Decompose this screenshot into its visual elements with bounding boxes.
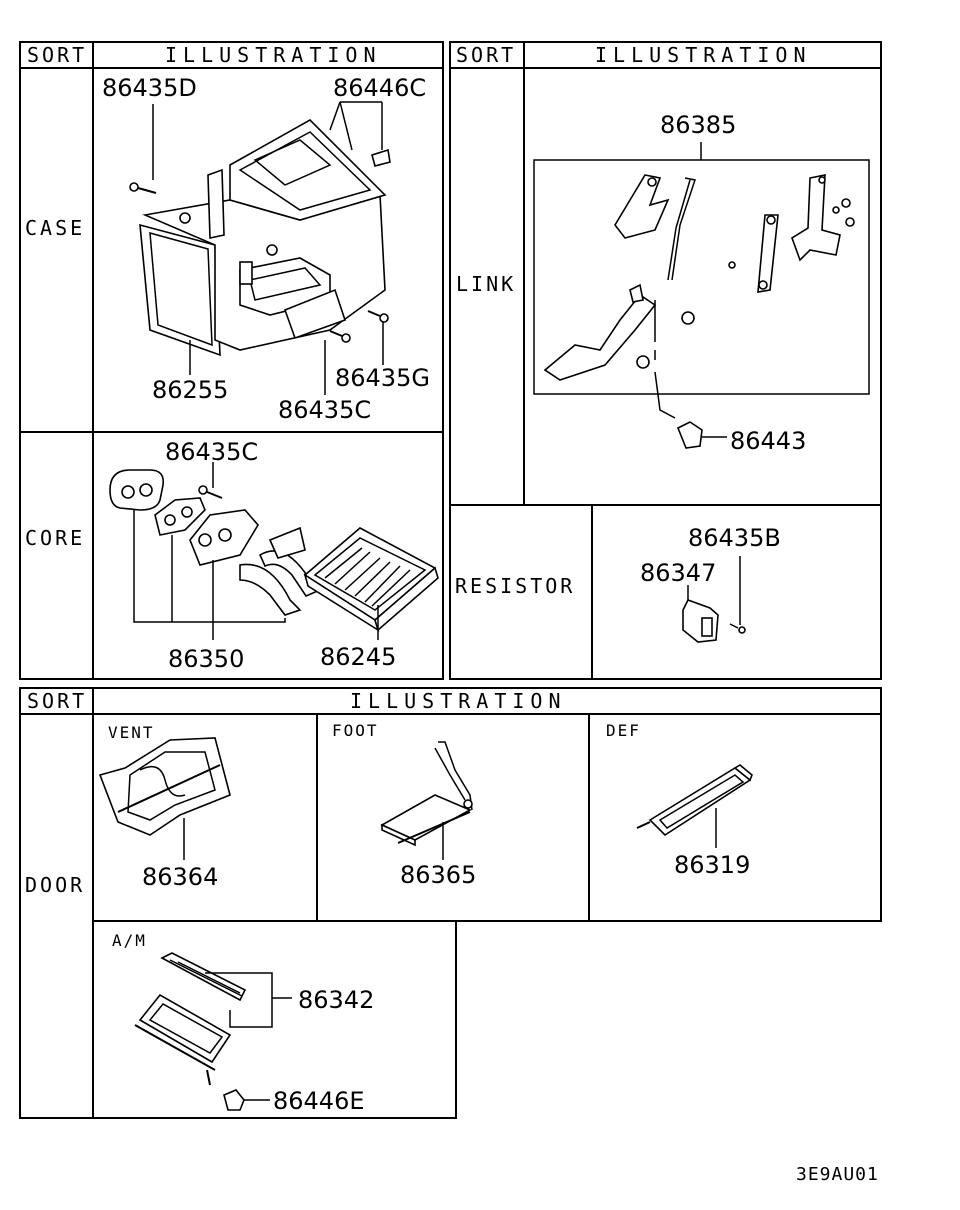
part-label: 86446E	[273, 1087, 365, 1115]
header-illustration: ILLUSTRATION	[350, 689, 567, 713]
header-illustration: ILLUSTRATION	[165, 43, 382, 67]
section-core: CORE	[25, 526, 85, 550]
section-case: CASE	[25, 216, 85, 240]
screw-icon	[728, 261, 736, 269]
header-sort: SORT	[27, 43, 87, 67]
part-label: 86364	[142, 863, 218, 891]
part-label: 86443	[730, 427, 806, 455]
table-case-core: SORT ILLUSTRATION CASE CORE	[19, 41, 444, 680]
part-label: 86342	[298, 986, 374, 1014]
screw-icon	[729, 623, 746, 634]
table-link-resistor: SORT ILLUSTRATION LINK RESISTOR	[449, 41, 882, 680]
header-sort: SORT	[456, 43, 516, 67]
am-door-illustration: 86342 86446E	[134, 952, 374, 1115]
screw-icon	[832, 198, 855, 227]
core-illustration: 86435C 86350 86245	[109, 438, 439, 673]
link-illustration: 86385 86443	[533, 111, 870, 455]
clip-icon	[676, 421, 727, 449]
part-label: 86435D	[102, 74, 197, 102]
section-door: DOOR	[25, 873, 85, 897]
vent-door-illustration: 86364	[98, 737, 231, 891]
part-label: 86435C	[278, 396, 371, 424]
subpanel-vent: VENT	[108, 723, 155, 742]
diagram-code: 3E9AU01	[796, 1164, 879, 1185]
screw-icon	[367, 310, 389, 323]
clip-icon	[223, 1089, 270, 1111]
section-resistor: RESISTOR	[455, 574, 575, 598]
part-label: 86446C	[333, 74, 426, 102]
part-label: 86435G	[335, 364, 430, 392]
table-door: SORT ILLUSTRATION DOOR VENT FOOT DEF A/M	[19, 687, 882, 1119]
header-sort: SORT	[27, 689, 87, 713]
case-illustration: 86435D 86446C 86255 86435G 86435C	[102, 74, 430, 424]
def-door-illustration: 86319	[636, 764, 753, 879]
part-label: 86350	[168, 645, 244, 673]
header-illustration: ILLUSTRATION	[595, 43, 812, 67]
resistor-illustration: 86435B 86347	[640, 524, 781, 643]
part-label: 86347	[640, 559, 716, 587]
part-label: 86385	[660, 111, 736, 139]
part-label: 86365	[400, 861, 476, 889]
part-label: 86255	[152, 376, 228, 404]
screw-icon	[129, 182, 157, 194]
part-label: 86435B	[688, 524, 781, 552]
subpanel-am: A/M	[112, 931, 147, 950]
part-label: 86319	[674, 851, 750, 879]
part-label: 86435C	[165, 438, 258, 466]
section-link: LINK	[456, 272, 516, 296]
screw-icon	[329, 330, 351, 343]
part-label: 86245	[320, 643, 396, 671]
clip-icon	[371, 148, 391, 167]
subpanel-foot: FOOT	[332, 721, 379, 740]
foot-door-illustration: 86365	[380, 741, 476, 889]
screw-icon	[198, 485, 223, 499]
subpanel-def: DEF	[606, 721, 641, 740]
